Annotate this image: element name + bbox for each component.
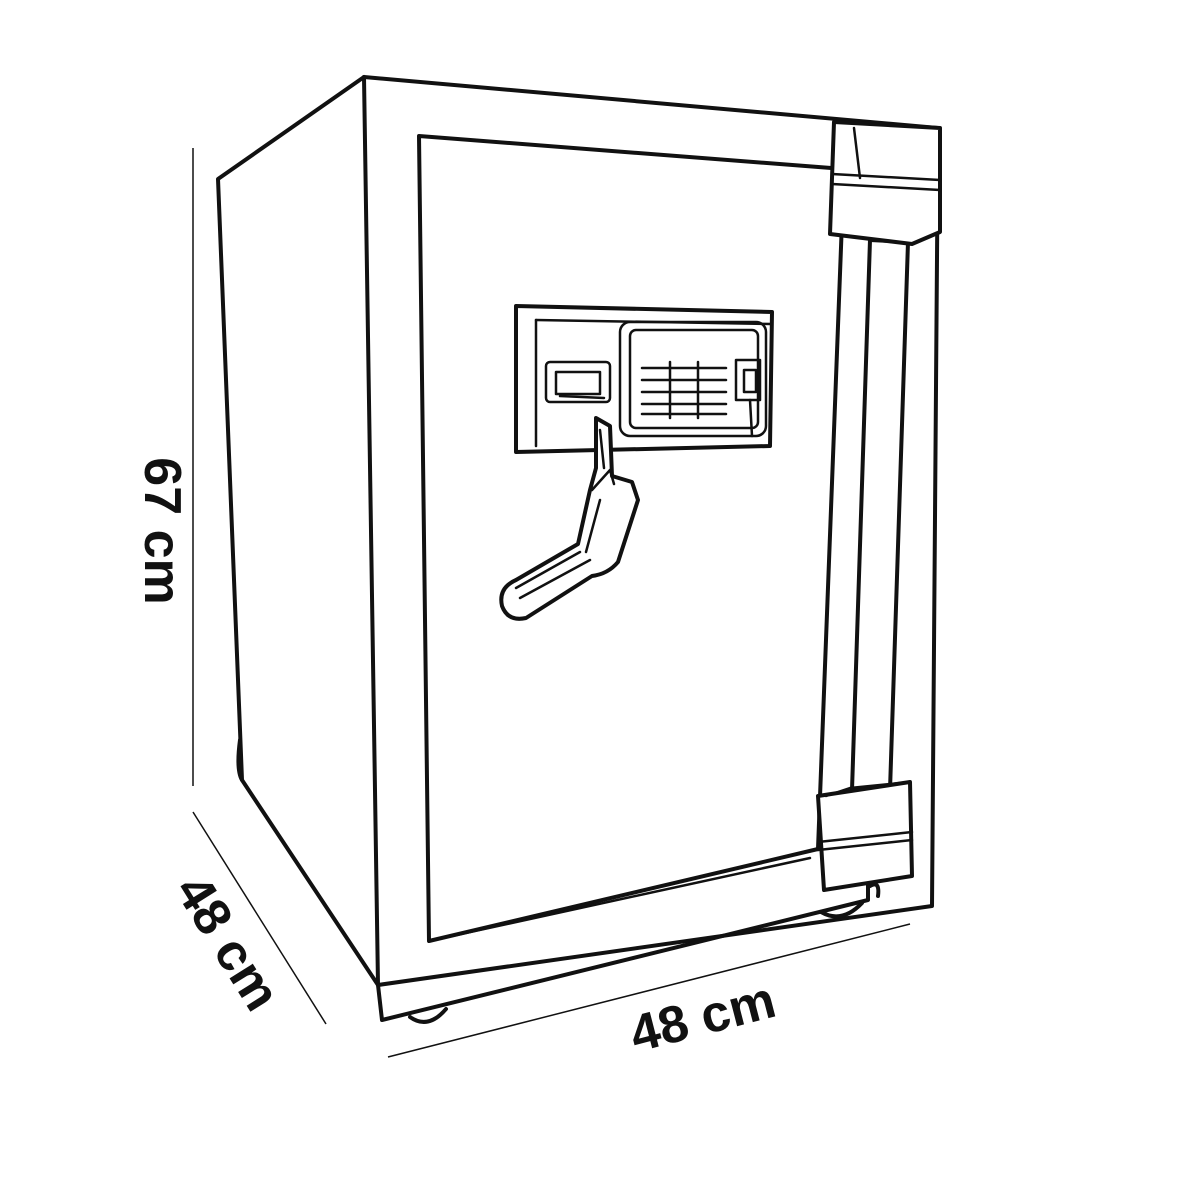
safe-base	[376, 880, 870, 1022]
keypad-keys	[640, 360, 728, 420]
handle-icon	[499, 394, 640, 621]
hinge-icon-top	[828, 120, 942, 246]
safe-side-panel	[216, 75, 380, 987]
safe-icon	[216, 75, 942, 1024]
depth-label: 48 cm	[164, 865, 291, 1021]
hinge-icon-bottom	[816, 780, 914, 892]
safe-foot-front-left	[408, 1007, 448, 1024]
key-slot	[544, 360, 612, 404]
hinge-bar	[850, 238, 910, 792]
safe-front-face	[362, 75, 940, 987]
keypad-icon	[514, 304, 774, 454]
depth-dimension-line	[192, 811, 327, 1025]
width-dimension-line	[387, 923, 911, 1058]
safe-door	[417, 134, 846, 943]
height-label: 67 cm	[133, 457, 191, 604]
width-label: 48 cm	[624, 971, 781, 1064]
safe-foot-front-right	[819, 901, 864, 919]
